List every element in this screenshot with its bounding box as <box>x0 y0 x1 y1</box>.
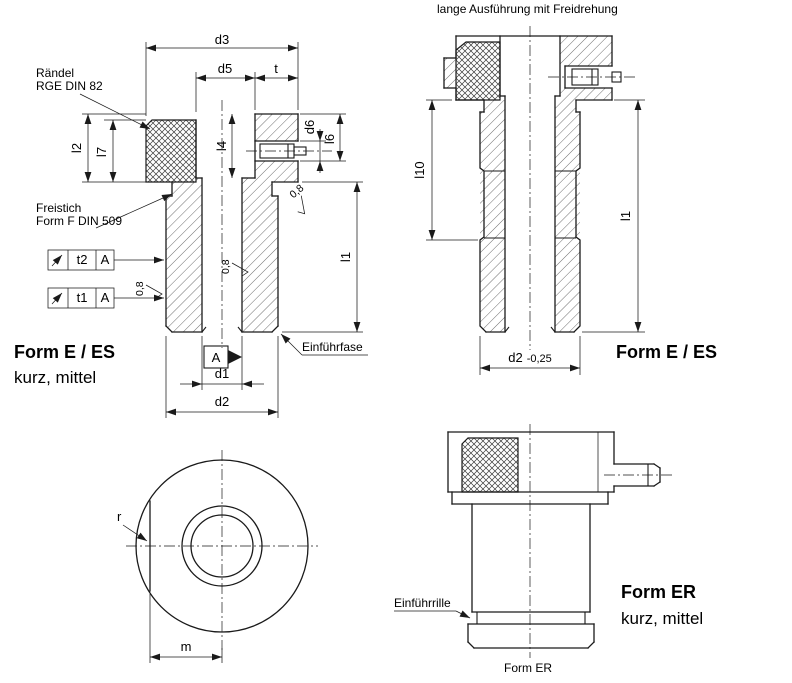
dim-r: r <box>117 509 148 542</box>
undercut-note-line1: Freistich <box>36 201 81 215</box>
tolerance-frame-t1: t1 A <box>47 287 164 309</box>
runout-symbol-icon <box>51 254 63 267</box>
dim-label-l1: l1 <box>338 252 353 262</box>
dim-l1: l1 <box>282 181 363 333</box>
knurl-note-line1: Rändel <box>36 66 74 80</box>
caption-form-er: Form ER <box>621 582 696 602</box>
dim-l7: l7 <box>94 119 146 182</box>
form-e-es-long-view: lange Ausführung mit Freidrehung <box>412 2 717 375</box>
dim-label-m: m <box>181 639 192 654</box>
dim-l10: l10 <box>412 99 478 241</box>
caption-form-e-es-long: Form E / ES <box>616 342 717 362</box>
knurl-area <box>455 41 501 101</box>
tolerance-datum-t2: A <box>101 252 110 267</box>
part-outline <box>165 113 299 333</box>
dim-label-d6: d6 <box>302 120 317 134</box>
footer-form-er: Form ER <box>504 661 552 675</box>
dim-l2: l2 <box>69 113 146 183</box>
datum-flag-a: A <box>203 345 242 369</box>
long-view-title: lange Ausführung mit Freidrehung <box>437 2 618 16</box>
dim-label-l6: l6 <box>322 134 337 144</box>
datum-triangle-icon <box>228 350 242 364</box>
chamfer-circle <box>190 514 254 578</box>
datum-label: A <box>212 350 221 365</box>
centerlines <box>126 450 318 650</box>
groove-note: Einführrille <box>394 596 451 610</box>
dim-label-d2-tol: d2-0,25 <box>508 350 552 365</box>
hatch-areas <box>444 36 612 332</box>
dim-label-l10: l10 <box>412 161 427 178</box>
dim-l4: l4 <box>214 114 236 178</box>
dim-label-l4: l4 <box>214 141 229 151</box>
note-einfuehrrille: Einführrille <box>394 596 471 619</box>
tolerance-frame-t2: t2 A <box>47 249 164 271</box>
dim-label-l2: l2 <box>69 143 84 153</box>
hatch-areas <box>166 114 298 332</box>
dim-label-d1: d1 <box>215 366 229 381</box>
tolerance-value-t2: t2 <box>77 252 88 267</box>
note-raendel: Rändel RGE DIN 82 <box>36 66 151 130</box>
dim-l6: l6 <box>300 113 346 162</box>
dim-d6: d6 <box>300 120 326 173</box>
caption-form-e-es: Form E / ES <box>14 342 115 362</box>
front-view: r m <box>117 450 318 663</box>
bore-circle <box>181 505 263 587</box>
centerlines <box>529 424 672 658</box>
roughness-value: 0,8 <box>220 259 232 274</box>
tolerance-value-t1: t1 <box>77 290 88 305</box>
dim-l1: l1 <box>582 99 645 333</box>
form-er-view: Einführrille Form ER kurz, mittel Form E… <box>394 424 703 675</box>
dim-d2-tol: d2-0,25 <box>479 336 581 375</box>
spring-pin <box>259 143 307 159</box>
knurl-area <box>461 437 519 493</box>
surface-roughness-icon: 0,8 <box>220 259 249 277</box>
dim-d2: d2 <box>165 336 279 418</box>
spring-pin <box>571 68 622 86</box>
dim-m: m <box>149 594 223 663</box>
view-caption: Form ER kurz, mittel <box>621 582 703 628</box>
dim-d3: d3 <box>145 32 299 116</box>
runout-symbol-icon <box>51 292 63 305</box>
knurl-note-line2: RGE DIN 82 <box>36 79 103 93</box>
dim-label-d2: d2 <box>215 394 229 409</box>
note-einfuehrfase: Einführfase <box>280 333 368 356</box>
roughness-value: 0,8 <box>134 281 146 296</box>
surface-roughness-icon: 0,8 <box>287 182 306 215</box>
dim-label-l1: l1 <box>618 211 633 221</box>
view-caption: Form E / ES kurz, mittel <box>14 342 115 387</box>
outer-circle <box>135 459 309 633</box>
caption-kurz-mittel: kurz, mittel <box>14 368 96 387</box>
part-outline <box>443 35 613 333</box>
part-outline <box>447 431 615 649</box>
dim-label-t: t <box>274 61 278 76</box>
dim-label-l7: l7 <box>94 147 109 157</box>
tolerance-datum-t1: A <box>101 290 110 305</box>
form-e-es-section-view: d3 d5 t d6 l6 l4 <box>14 32 368 418</box>
caption-kurz-mittel: kurz, mittel <box>621 609 703 628</box>
dim-label-r: r <box>117 509 122 524</box>
index-pin <box>613 463 661 487</box>
dim-label-d3: d3 <box>215 32 229 47</box>
knurl-area <box>145 119 197 183</box>
dim-label-d5: d5 <box>218 61 232 76</box>
dim-t: t <box>255 61 298 82</box>
dim-d1: d1 <box>180 336 264 390</box>
note-freistich: Freistich Form F DIN 509 <box>36 193 173 229</box>
surface-roughness-icon: 0,8 <box>134 281 163 299</box>
chamfer-note: Einführfase <box>302 340 363 354</box>
undercut-note-line2: Form F DIN 509 <box>36 214 122 228</box>
